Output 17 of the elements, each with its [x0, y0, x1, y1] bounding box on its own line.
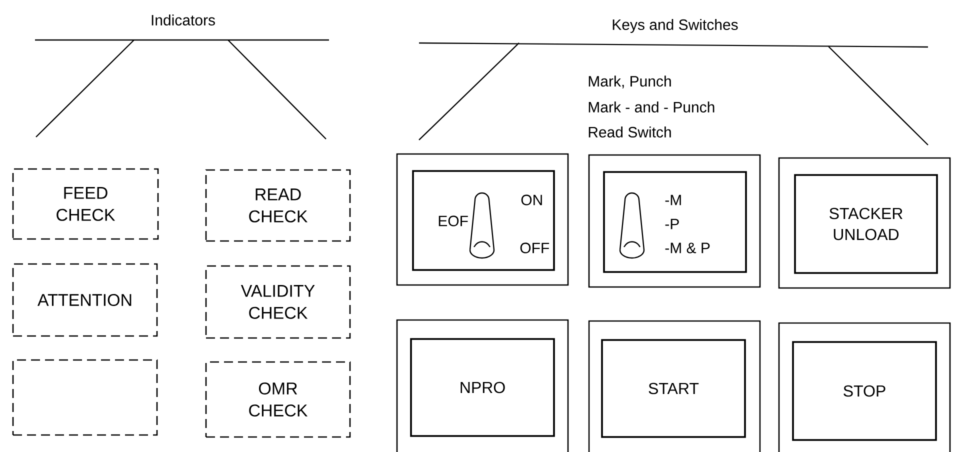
- indicator-lamp: [12, 359, 158, 436]
- key-button: NPRO: [396, 319, 569, 452]
- group-heading: Indicators: [152, 14, 215, 26]
- indicator-lamp: FEED CHECK: [12, 168, 159, 240]
- indicator-lamp: READ CHECK: [205, 169, 351, 242]
- group-heading: Keys and Switches: [612, 19, 738, 33]
- caption-text: Mark - and - Punch: [588, 101, 714, 112]
- key-button: STACKER UNLOAD: [778, 157, 951, 289]
- key-button: STOP: [778, 322, 951, 452]
- indicator-lamp: VALIDITY CHECK: [205, 265, 351, 339]
- switch-panel: EOF ON OFF: [396, 153, 569, 286]
- indicator-lamp: OMR CHECK: [205, 361, 351, 438]
- key-button: START: [588, 320, 761, 452]
- caption-text: Mark, Punch: [588, 76, 671, 88]
- caption-text: Read Switch: [588, 126, 671, 138]
- indicator-lamp: ATTENTION: [12, 263, 158, 337]
- switch-panel: -M -P -M & P: [588, 154, 761, 288]
